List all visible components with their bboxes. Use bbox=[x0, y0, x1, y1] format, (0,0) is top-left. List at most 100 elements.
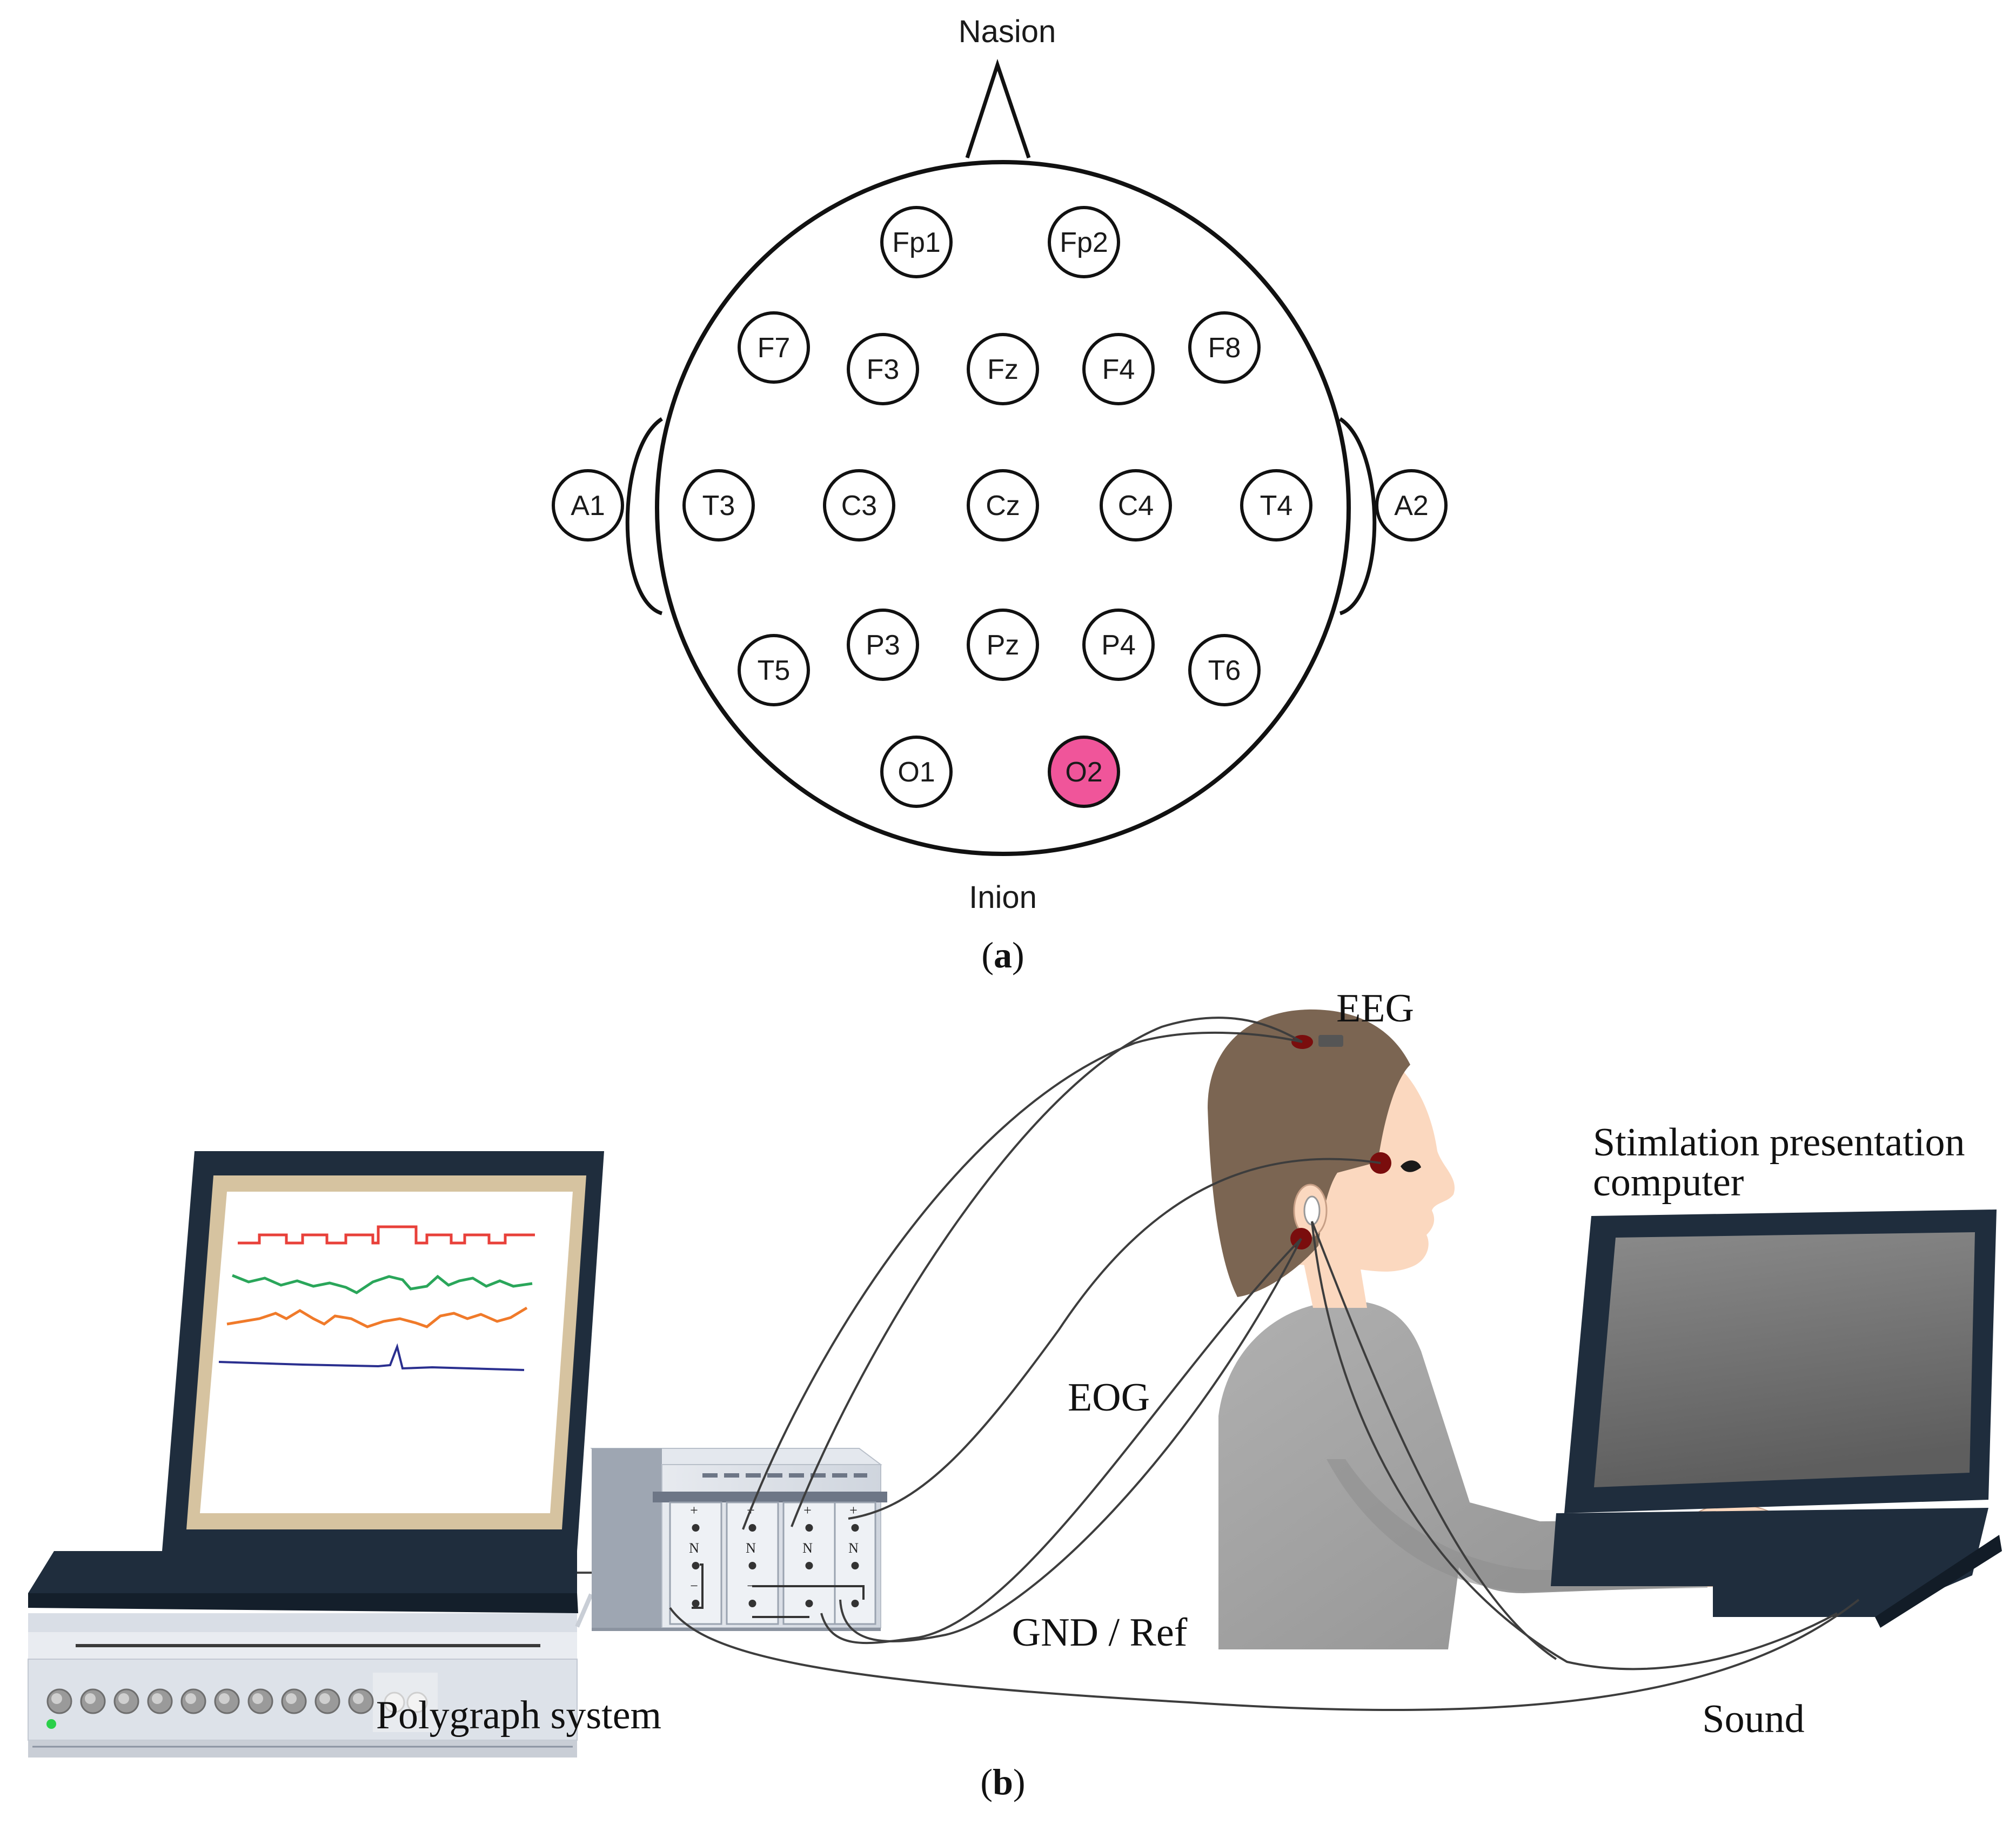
eeg-trace-green bbox=[232, 1274, 533, 1294]
subject-hair bbox=[1208, 1009, 1410, 1297]
panel-b-caption: (b) bbox=[980, 1761, 1025, 1802]
terminal-label-neutral: N bbox=[802, 1540, 813, 1556]
electrode-circle bbox=[682, 469, 755, 542]
electrode-circle bbox=[1082, 609, 1155, 681]
electrode-label: F3 bbox=[867, 354, 900, 385]
terminal-plus[interactable] bbox=[851, 1524, 859, 1532]
nasion-label: Nasion bbox=[959, 14, 1056, 49]
electrode-circle bbox=[847, 609, 919, 681]
electrode-label: T6 bbox=[1208, 655, 1241, 686]
terminal-minus[interactable] bbox=[692, 1600, 700, 1607]
terminal-plus[interactable] bbox=[805, 1524, 813, 1532]
electrode-fp2: Fp2 bbox=[1048, 206, 1120, 278]
terminal-plus[interactable] bbox=[748, 1524, 756, 1532]
panel-a-caption: (a) bbox=[981, 934, 1024, 975]
electrode-label: P3 bbox=[866, 630, 900, 661]
electrode-cables bbox=[669, 1017, 1860, 1712]
stimulation-computer bbox=[1551, 1209, 2002, 1628]
electrode-circle bbox=[1048, 736, 1120, 808]
nose-outline bbox=[965, 58, 1031, 159]
electrode-circle bbox=[1082, 333, 1155, 405]
base-unit-bottom bbox=[28, 1740, 577, 1758]
eeg-trace-blue bbox=[218, 1343, 525, 1371]
terminal-label-neutral: N bbox=[689, 1540, 699, 1556]
amp-jumper-1 bbox=[692, 1563, 704, 1609]
electrode-circle bbox=[1375, 469, 1448, 542]
electrode-circle bbox=[552, 469, 624, 542]
cable-eeg-1 bbox=[742, 1031, 1303, 1530]
terminal-label-plus: + bbox=[803, 1502, 812, 1518]
polygraph-laptop bbox=[28, 1151, 604, 1613]
amp-rail bbox=[653, 1492, 887, 1502]
electrode-f8: F8 bbox=[1188, 311, 1261, 384]
electrode-c4: C4 bbox=[1100, 469, 1172, 542]
cable-gnd bbox=[820, 1238, 1302, 1645]
electrode-circle bbox=[1188, 311, 1261, 384]
stim-laptop-edge bbox=[1875, 1535, 2002, 1628]
terminal-label-plus: + bbox=[849, 1502, 858, 1518]
knob-highlight bbox=[319, 1693, 330, 1704]
electrode-circle bbox=[1100, 469, 1172, 542]
electrode-cz: Cz bbox=[967, 469, 1039, 542]
electrode-circle bbox=[967, 609, 1039, 681]
eeg-cap-clip bbox=[1318, 1035, 1343, 1047]
electrode-circle bbox=[1240, 469, 1312, 542]
stim-label-line1: Stimlation presentation bbox=[1593, 1120, 1965, 1165]
electrode-label: O2 bbox=[1065, 757, 1102, 788]
terminal-minus[interactable] bbox=[805, 1600, 813, 1607]
terminal-neutral[interactable] bbox=[748, 1562, 756, 1569]
power-led bbox=[46, 1719, 56, 1729]
electrode-a2: A2 bbox=[1375, 469, 1448, 542]
electrode-circle bbox=[967, 333, 1039, 405]
cable-eeg-2 bbox=[791, 1017, 1303, 1527]
laptop-keyboard-deck bbox=[28, 1551, 577, 1593]
terminal-neutral[interactable] bbox=[851, 1562, 859, 1569]
polygraph-system-label: Polygraph system bbox=[376, 1693, 661, 1738]
electrode-label: F7 bbox=[758, 332, 791, 364]
terminal-minus[interactable] bbox=[851, 1600, 859, 1607]
electrode-t4: T4 bbox=[1240, 469, 1312, 542]
electrode-a1: A1 bbox=[552, 469, 624, 542]
electrode-label: T3 bbox=[702, 490, 735, 522]
amp-jumper-2 bbox=[752, 1585, 865, 1600]
electrode-circle bbox=[1048, 206, 1120, 278]
electrode-label: Fp2 bbox=[1060, 227, 1108, 258]
terminal-plus[interactable] bbox=[692, 1524, 700, 1532]
arm-shade bbox=[1327, 1459, 1710, 1592]
terminal-minus[interactable] bbox=[748, 1600, 756, 1607]
stim-label-line2: computer bbox=[1593, 1160, 1744, 1205]
amp-left-side bbox=[592, 1448, 662, 1628]
subject-eye bbox=[1401, 1160, 1421, 1172]
amplifier-box: +N−+N−+N−+N− bbox=[590, 1448, 887, 1631]
white-button bbox=[384, 1692, 405, 1713]
base-unit-knobs bbox=[46, 1688, 428, 1714]
white-button bbox=[406, 1692, 428, 1713]
electrode-f3: F3 bbox=[847, 333, 919, 405]
electrode-circle bbox=[738, 634, 810, 706]
electrode-f7: F7 bbox=[738, 311, 810, 384]
electrode-circle bbox=[967, 469, 1039, 542]
right-ear-outline bbox=[1339, 417, 1377, 616]
knob-highlight bbox=[152, 1693, 163, 1704]
electrode-label: Fp1 bbox=[892, 227, 941, 258]
electrode-p3: P3 bbox=[847, 609, 919, 681]
electrode-t6: T6 bbox=[1188, 634, 1261, 706]
electrode-o1: O1 bbox=[880, 736, 953, 808]
electrode-label: A2 bbox=[1394, 490, 1429, 522]
inion-label: Inion bbox=[969, 880, 1037, 915]
eeg-trace-orange bbox=[226, 1306, 528, 1328]
electrode-label: T5 bbox=[758, 655, 791, 686]
electrode-label: C3 bbox=[841, 490, 877, 522]
terminal-label-neutral: N bbox=[848, 1540, 859, 1556]
electrode-label: F8 bbox=[1208, 332, 1241, 364]
knob-highlight bbox=[118, 1693, 129, 1704]
terminal-neutral[interactable] bbox=[692, 1562, 700, 1569]
terminal-neutral[interactable] bbox=[805, 1562, 813, 1569]
terminal-label-minus: − bbox=[747, 1578, 755, 1594]
terminal-label-neutral: N bbox=[746, 1540, 756, 1556]
left-ear-outline bbox=[625, 417, 663, 616]
amp-modules: +N−+N−+N−+N− bbox=[669, 1501, 876, 1625]
